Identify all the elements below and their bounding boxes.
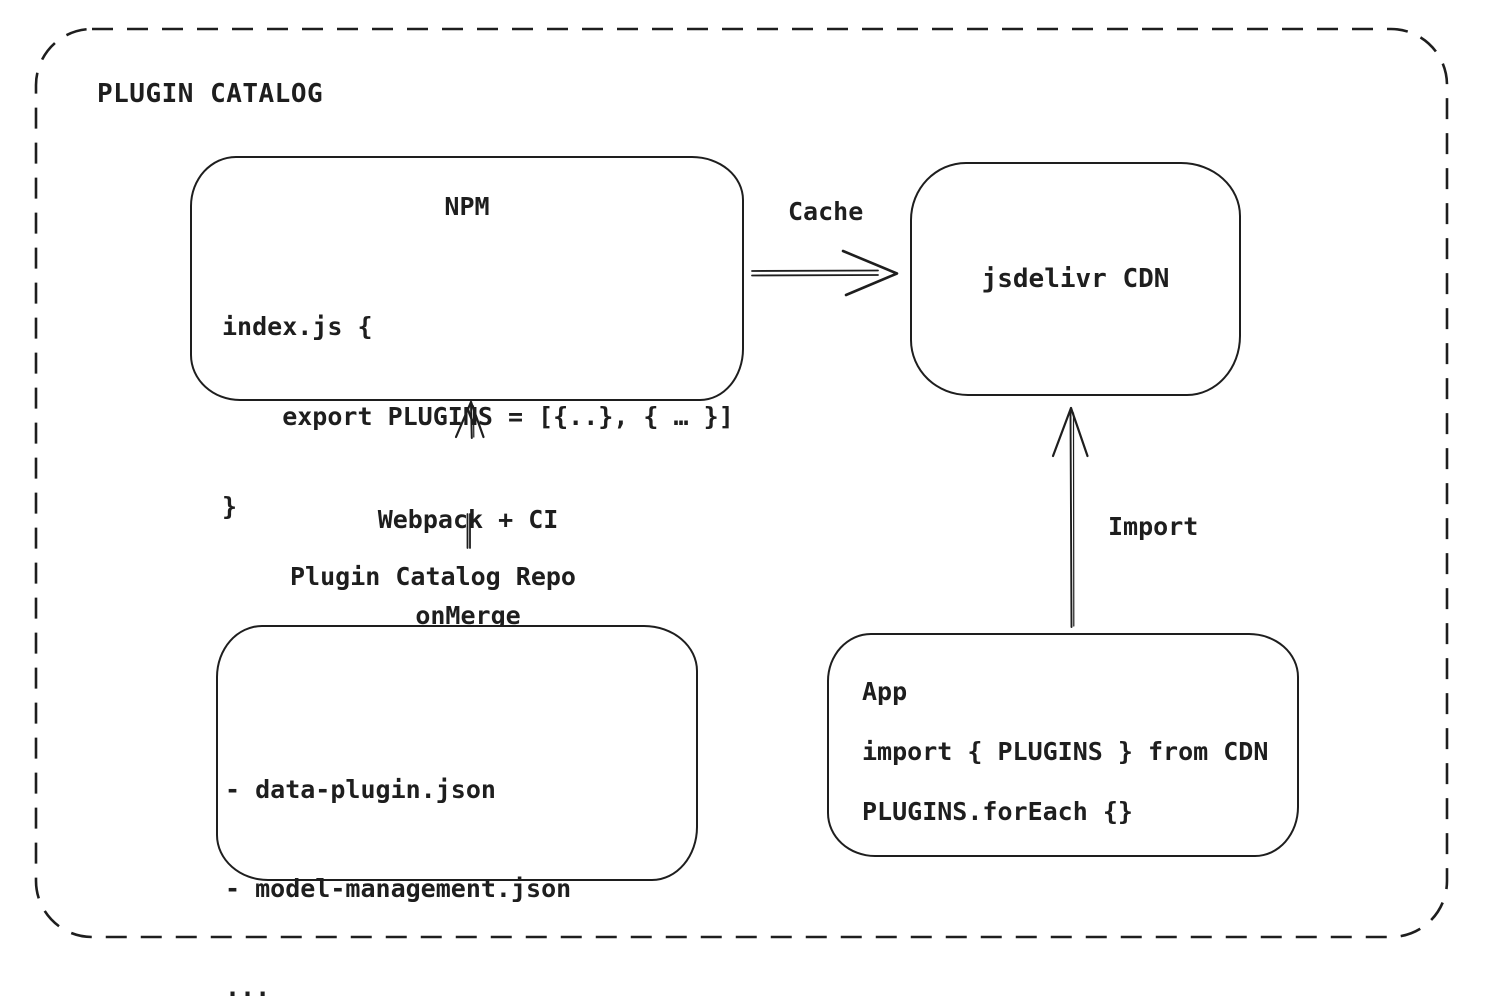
repo-file-item-2: - model-management.json: [225, 874, 572, 903]
repo-node-label: Plugin Catalog Repo: [290, 562, 576, 591]
cache-arrow: [751, 249, 899, 297]
repo-file-item-3: ...: [225, 973, 271, 1002]
webpack-edge-label-line-1: Webpack + CI: [377, 505, 559, 534]
npm-code-line-3: }: [222, 492, 238, 521]
cdn-node-title: jsdelivr CDN: [981, 264, 1170, 294]
npm-node: NPM index.js { export PLUGINS = [{..}, {…: [190, 156, 744, 521]
npm-code-line-2: export PLUGINS = [{..}, { … }]: [222, 402, 734, 431]
repo-node: - data-plugin.json - model-management.js…: [216, 625, 698, 1002]
repo-file-list: - data-plugin.json - model-management.js…: [225, 707, 571, 1002]
npm-code-line-1: index.js {: [222, 312, 373, 341]
cdn-node: jsdelivr CDN: [910, 162, 1241, 396]
repo-file-item-1: - data-plugin.json: [225, 775, 496, 804]
app-code-line-1: import { PLUGINS } from CDN: [862, 737, 1269, 766]
npm-code-block: index.js { export PLUGINS = [{..}, { … }…: [222, 252, 734, 582]
app-node-title: App: [862, 677, 908, 706]
cache-edge-label: Cache: [788, 197, 864, 226]
import-edge-label: Import: [1108, 512, 1199, 541]
catalog-frame-title: PLUGIN CATALOG: [97, 79, 324, 109]
catalog-frame-border: [34, 27, 1449, 939]
npm-node-title: NPM: [444, 192, 490, 221]
app-node: App import { PLUGINS } from CDN PLUGINS.…: [827, 633, 1299, 857]
import-arrow: [1051, 406, 1089, 628]
app-code-line-2: PLUGINS.forEach {}: [862, 797, 1133, 826]
webpack-arrow: [454, 400, 485, 549]
